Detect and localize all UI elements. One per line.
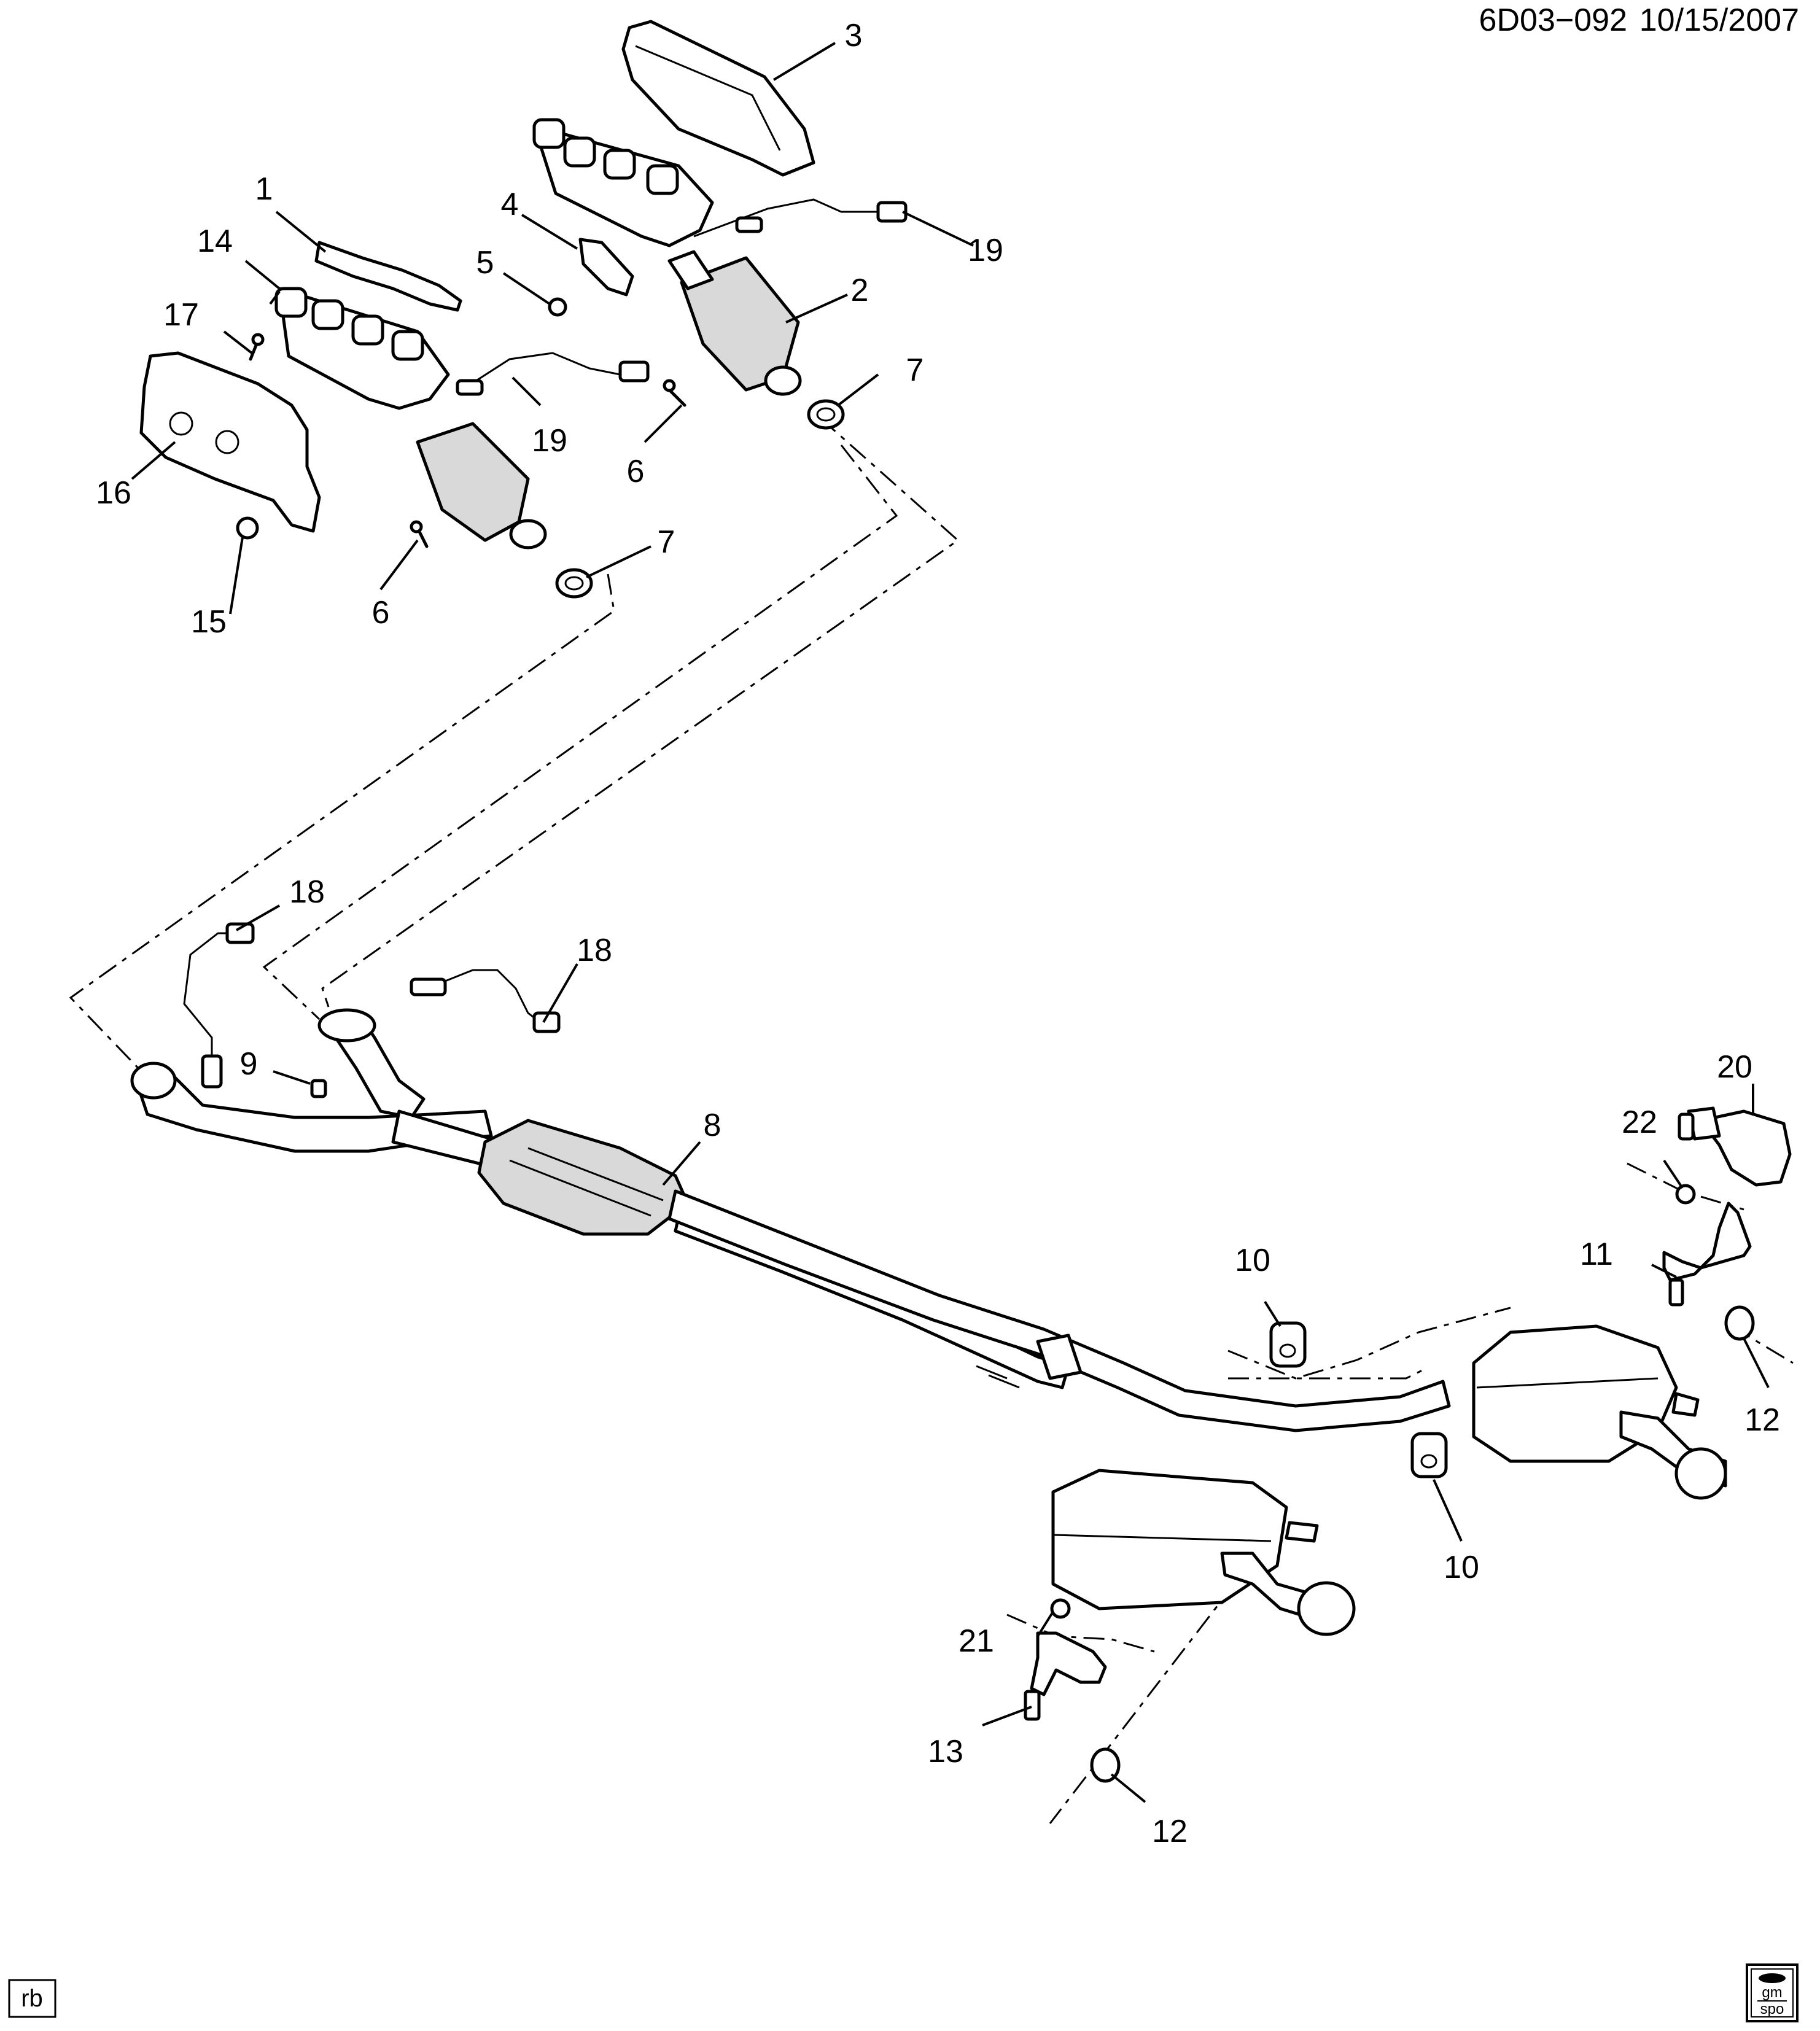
callout-8: 8 [704, 1108, 721, 1143]
callout-12-upper: 12 [1744, 1402, 1780, 1438]
callout-7-left: 7 [658, 524, 675, 560]
part-20-tailpipe-extension [1678, 1106, 1792, 1187]
callout-1: 1 [255, 171, 273, 207]
callout-6-right: 6 [627, 454, 645, 489]
callout-7-right: 7 [906, 352, 924, 388]
dashed-alignment-lines [69, 416, 1794, 1824]
part-17-stud [249, 333, 265, 361]
part-18-oxygen-sensor-right-lower [410, 969, 561, 1033]
callout-19-lower: 19 [532, 423, 567, 459]
callout-15: 15 [191, 604, 227, 640]
part-7-gasket-right [807, 399, 845, 430]
part-13-bracket [1024, 1631, 1107, 1721]
part-22-washer [1675, 1184, 1696, 1205]
callout-10-upper: 10 [1235, 1243, 1270, 1278]
muffler-right [1472, 1324, 1727, 1500]
muffler-left [1051, 1469, 1356, 1636]
callout-21: 21 [959, 1623, 994, 1659]
drawing-id: 6D03−092 [1479, 2, 1627, 38]
callout-22: 22 [1622, 1105, 1657, 1140]
part-15-nut [236, 516, 259, 540]
callout-6-left: 6 [372, 595, 390, 631]
callout-4: 4 [501, 187, 519, 222]
part-12-insulator-lower [1090, 1747, 1121, 1783]
part-18-oxygen-sensor-left-lower [183, 922, 255, 1089]
logo-spo: spo [1760, 2001, 1784, 2017]
callout-11: 11 [1580, 1237, 1613, 1272]
part-10-insulator-lower [1410, 1432, 1448, 1478]
callout-12-lower: 12 [1152, 1814, 1188, 1849]
callout-17: 17 [163, 297, 199, 333]
part-16-heat-shield-left [139, 351, 321, 533]
part-6-stud-right [663, 379, 686, 407]
part-9-nut [310, 1079, 327, 1098]
callout-5: 5 [476, 245, 494, 281]
part-1-manifold-gasket [314, 241, 462, 312]
part-11-bracket [1662, 1202, 1752, 1307]
callout-18-left: 18 [289, 874, 325, 910]
part-8-exhaust-pipe-assembly [130, 1008, 1451, 1432]
part-19-oxygen-sensor-left [456, 352, 650, 396]
leader-lines [131, 42, 1770, 1803]
part-19-oxygen-sensor-right [693, 198, 908, 238]
gm-spo-logo: gm spo [1746, 1963, 1799, 2022]
part-21-washer [1050, 1598, 1071, 1619]
part-3-heat-shield-right [621, 20, 815, 177]
part-12-insulator-upper [1724, 1305, 1755, 1341]
part-5-bolt [548, 297, 567, 317]
part-10-insulator-upper [1269, 1321, 1307, 1368]
logo-gm: gm [1762, 1984, 1782, 2001]
callout-10-lower: 10 [1444, 1550, 1479, 1585]
callout-14: 14 [197, 223, 233, 259]
callout-18-right: 18 [577, 933, 612, 968]
callout-20: 20 [1717, 1049, 1752, 1085]
callout-9: 9 [240, 1046, 258, 1082]
callout-2: 2 [851, 273, 869, 308]
author-initials: rb [21, 1985, 43, 2012]
part-6-stud-left [410, 520, 429, 548]
callout-16: 16 [96, 475, 131, 511]
drawing-date: 10/15/2007 [1639, 2, 1799, 38]
callout-3: 3 [845, 18, 863, 53]
callout-13: 13 [928, 1734, 963, 1769]
part-7-gasket-left [555, 568, 593, 599]
part-2-right-exhaust-manifold-converter [532, 118, 802, 396]
callout-19-upper: 19 [968, 233, 1003, 268]
author-initials-box: rb [8, 1979, 56, 2018]
part-4-bracket [578, 238, 634, 297]
callout-labels: 1 2 3 4 5 6 6 7 7 8 9 10 10 11 12 12 13 … [96, 18, 1780, 1849]
part-14-left-exhaust-manifold-converter [274, 287, 547, 549]
